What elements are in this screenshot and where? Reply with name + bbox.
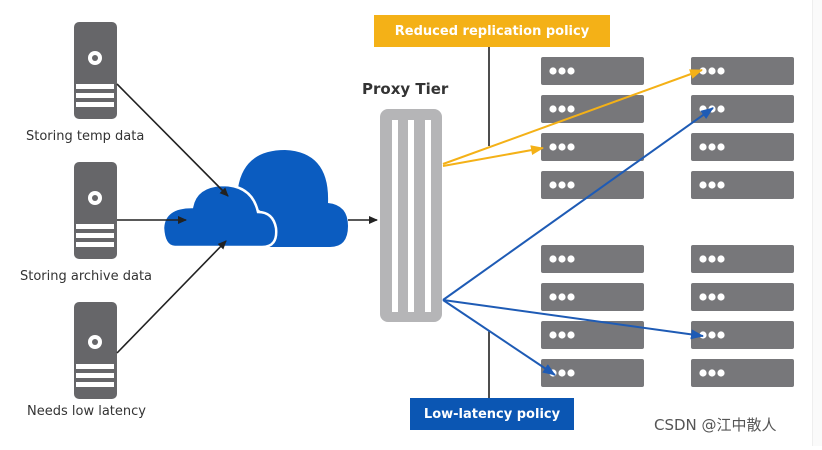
storage-led-icon <box>708 331 716 339</box>
storage-led-icon <box>717 331 725 339</box>
client-label-archive: Storing archive data <box>20 269 153 284</box>
client-label-low-latency: Needs low latency <box>27 404 146 419</box>
storage-node <box>541 359 644 387</box>
low-latency-policy-badge: Low-latency policy <box>410 398 574 430</box>
storage-led-icon <box>717 255 725 263</box>
arrow-lowlatency-to-cloud <box>116 240 227 354</box>
storage-led-icon <box>699 105 707 113</box>
storage-led-icon <box>558 105 566 113</box>
storage-led-icon <box>717 293 725 301</box>
storage-node <box>541 245 644 273</box>
storage-group-top <box>541 57 794 199</box>
arrow-lowlatency-to-storage-3 <box>442 299 556 376</box>
arrow-lowlatency-to-storage-2 <box>442 299 704 340</box>
client-server-archive <box>74 162 117 259</box>
storage-led-icon <box>699 181 707 189</box>
storage-node <box>691 95 794 123</box>
storage-led-icon <box>699 369 707 377</box>
storage-led-icon <box>549 67 557 75</box>
storage-led-icon <box>558 143 566 151</box>
storage-led-icon <box>699 293 707 301</box>
storage-node <box>691 57 794 85</box>
storage-led-icon <box>567 105 575 113</box>
storage-led-icon <box>717 105 725 113</box>
storage-node <box>541 321 644 349</box>
client-server-low-latency <box>74 302 117 399</box>
storage-led-icon <box>549 331 557 339</box>
storage-led-icon <box>699 255 707 263</box>
storage-led-icon <box>567 255 575 263</box>
storage-led-icon <box>567 143 575 151</box>
storage-node <box>691 283 794 311</box>
storage-led-icon <box>558 181 566 189</box>
proxy-tier-title: Proxy Tier <box>362 80 449 98</box>
storage-node <box>541 283 644 311</box>
storage-led-icon <box>558 293 566 301</box>
storage-led-icon <box>717 67 725 75</box>
storage-led-icon <box>717 181 725 189</box>
storage-led-icon <box>558 67 566 75</box>
watermark: CSDN @江中散人 <box>654 416 777 434</box>
storage-node <box>541 57 644 85</box>
storage-led-icon <box>549 143 557 151</box>
storage-led-icon <box>717 143 725 151</box>
storage-group-bottom <box>541 245 794 387</box>
storage-led-icon <box>567 293 575 301</box>
storage-led-icon <box>708 255 716 263</box>
storage-led-icon <box>699 143 707 151</box>
storage-led-icon <box>567 331 575 339</box>
storage-led-icon <box>549 181 557 189</box>
storage-led-icon <box>567 369 575 377</box>
storage-node <box>541 133 644 161</box>
client-server-temp <box>74 22 117 119</box>
storage-led-icon <box>567 67 575 75</box>
storage-led-icon <box>558 331 566 339</box>
proxy-tier <box>380 109 442 322</box>
arrow-temp-to-cloud <box>116 83 229 197</box>
storage-led-icon <box>708 369 716 377</box>
storage-led-icon <box>558 369 566 377</box>
storage-led-icon <box>549 105 557 113</box>
storage-led-icon <box>708 143 716 151</box>
arrow-lowlatency-to-storage-1 <box>442 107 714 301</box>
storage-node <box>541 171 644 199</box>
storage-led-icon <box>549 255 557 263</box>
storage-node <box>691 359 794 387</box>
arrow-reduced-to-storage-2 <box>442 145 544 167</box>
storage-node <box>691 133 794 161</box>
reduced-replication-policy-badge: Reduced replication policy <box>374 15 610 47</box>
storage-led-icon <box>708 293 716 301</box>
client-label-temp: Storing temp data <box>26 129 145 144</box>
storage-led-icon <box>717 369 725 377</box>
storage-led-icon <box>708 181 716 189</box>
storage-led-icon <box>567 181 575 189</box>
storage-led-icon <box>708 67 716 75</box>
storage-node <box>691 171 794 199</box>
right-edge-strip <box>812 0 822 446</box>
arrow-reduced-to-storage-1 <box>442 69 703 165</box>
storage-led-icon <box>549 293 557 301</box>
cloud-icon <box>161 150 348 249</box>
storage-node <box>691 245 794 273</box>
storage-led-icon <box>558 255 566 263</box>
storage-node <box>691 321 794 349</box>
